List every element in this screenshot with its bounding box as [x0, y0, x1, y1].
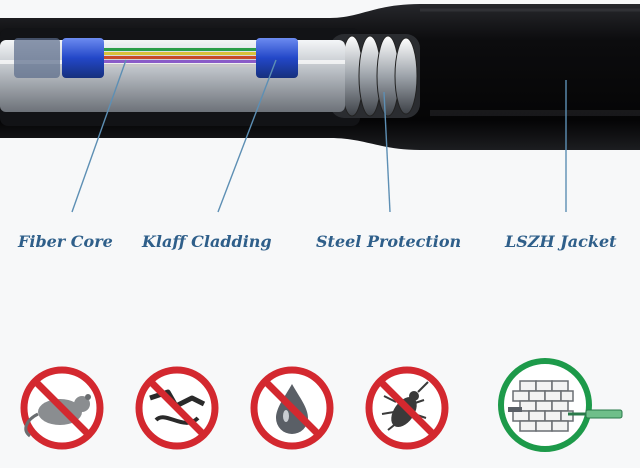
no-water-icon — [250, 366, 334, 450]
leader-lines — [71, 59, 567, 213]
leader-fiber-core — [71, 59, 127, 213]
fiber-strands-shape — [104, 44, 256, 67]
steel-spiral-shape — [330, 34, 420, 118]
leader-steel-protection — [383, 91, 391, 213]
label-fiber-core: Fiber Core — [18, 232, 113, 251]
leader-klaff-cladding — [217, 59, 277, 213]
no-bending-icon — [135, 366, 219, 450]
label-lszh-jacket: LSZH Jacket — [505, 232, 617, 251]
label-steel-protection: Steel Protection — [316, 232, 462, 251]
brick-wall-icon — [498, 358, 623, 452]
fiber-buffer-shapes — [14, 38, 298, 78]
no-insect-icon — [365, 366, 449, 450]
cable-illustration — [0, 4, 640, 150]
no-rodent-icon — [20, 366, 104, 450]
label-klaff-cladding: Klaff Cladding — [142, 232, 272, 251]
